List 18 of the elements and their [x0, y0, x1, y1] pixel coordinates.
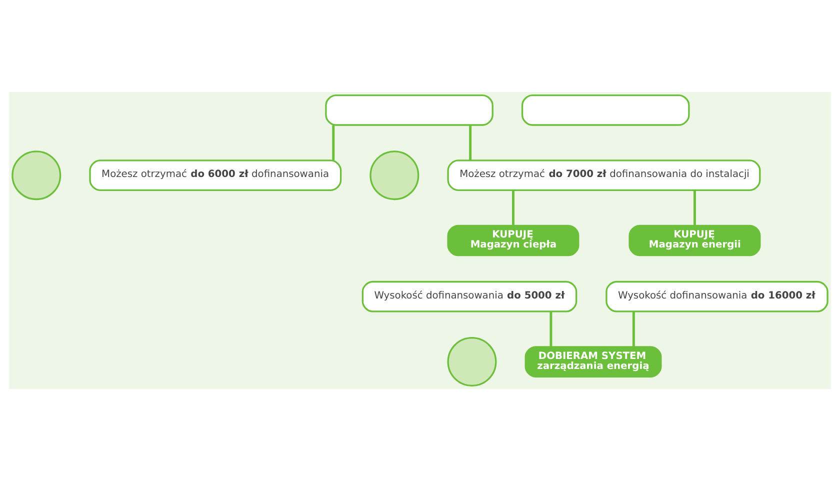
connector [469, 124, 472, 160]
node-box: DOBIERAM SYSTEM zarządzania energią [524, 346, 662, 377]
node-box: Możesz otrzymać do 6000 zł dofinansowania [89, 159, 342, 190]
connector [512, 190, 514, 225]
connector [332, 124, 335, 160]
node-circle [447, 336, 497, 386]
connector [632, 311, 635, 346]
node-circle [370, 150, 420, 200]
node-box [521, 94, 690, 126]
node-box: Wysokość dofinansowania do 16000 zł [606, 280, 828, 312]
node-box: KUPUJĘ Magazyn energii [628, 224, 761, 256]
node-box: KUPUJĘ Magazyn ciepła [447, 224, 580, 256]
connector [693, 190, 696, 225]
node-box: Możesz otrzymać do 7000 zł dofinansowania do instalacji [447, 159, 761, 190]
node-box [325, 94, 494, 126]
connector [550, 311, 552, 346]
node-circle [12, 150, 62, 200]
node-box: Wysokość dofinansowania do 5000 zł [362, 280, 578, 312]
